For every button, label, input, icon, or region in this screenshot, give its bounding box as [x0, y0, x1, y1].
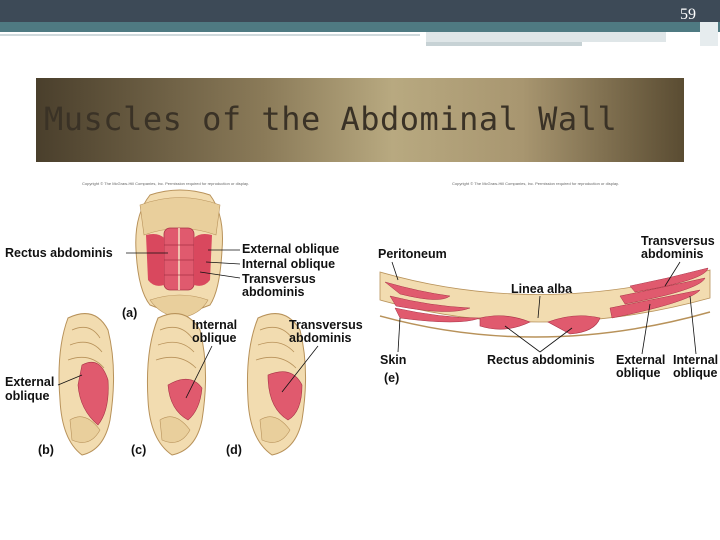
torso-anterior-drawing	[136, 190, 223, 318]
label-linea-alba: Linea alba	[511, 283, 572, 296]
panel-label-a: (a)	[122, 307, 137, 320]
label-external-oblique: External oblique	[242, 243, 339, 256]
panel-label-e: (e)	[384, 372, 399, 385]
label-external: External	[5, 376, 54, 389]
abdominal-wall-cross-section	[380, 268, 710, 337]
label-abdominis: abdominis	[641, 248, 704, 261]
label-skin: Skin	[380, 354, 406, 367]
label-rectus-abdominis: Rectus abdominis	[5, 247, 113, 260]
label-oblique: oblique	[616, 367, 660, 380]
panel-label-d: (d)	[226, 444, 242, 457]
label-oblique: oblique	[673, 367, 717, 380]
label-abdominis: abdominis	[289, 332, 352, 345]
panel-label-c: (c)	[131, 444, 146, 457]
label-oblique: oblique	[192, 332, 236, 345]
label-oblique: oblique	[5, 390, 49, 403]
label-rectus-abdominis: Rectus abdominis	[487, 354, 595, 367]
panel-label-b: (b)	[38, 444, 54, 457]
torso-side-drawing-b	[59, 314, 114, 455]
label-peritoneum: Peritoneum	[378, 248, 447, 261]
label-internal-oblique: Internal oblique	[242, 258, 335, 271]
label-abdominis: abdominis	[242, 286, 305, 299]
